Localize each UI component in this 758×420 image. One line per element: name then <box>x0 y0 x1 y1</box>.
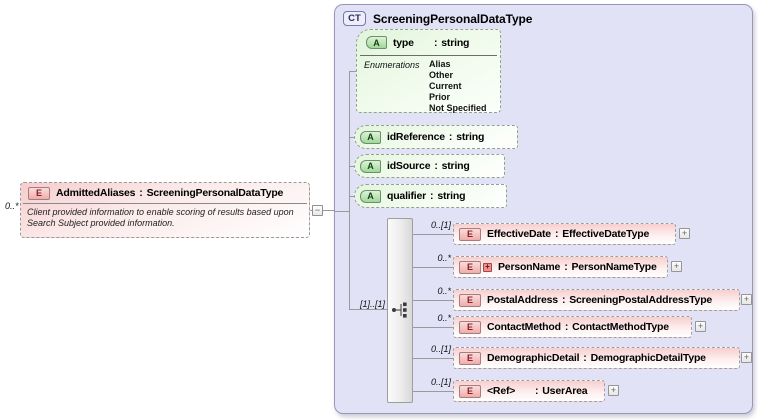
complex-type-header: CT ScreeningPersonalDataType <box>343 11 532 26</box>
element-node-postaladdress[interactable]: E PostalAddress:ScreeningPostalAddressTy… <box>453 289 740 311</box>
connector-spine <box>349 71 350 310</box>
element-label: ContactMethod:ContactMethodType <box>487 321 669 333</box>
expand-toggle[interactable]: + <box>671 261 682 272</box>
element-badge-icon: E <box>459 351 481 365</box>
sequence-icon <box>392 302 407 318</box>
attribute-badge-icon: A <box>360 159 381 173</box>
child-cardinality-label: 0..[1] <box>430 220 451 230</box>
attribute-label: idSource:string <box>387 160 470 172</box>
element-badge-icon: E <box>459 293 481 307</box>
connector-stub <box>349 166 355 167</box>
enumeration-value: Not Specified <box>429 103 487 113</box>
child-cardinality-label: 0..[1] <box>430 377 451 387</box>
attribute-badge-icon: A <box>360 189 381 203</box>
element-node-personname[interactable]: E+ PersonName:PersonNameType <box>453 256 668 278</box>
enumerations-panel: Enumerations Alias Other Current Prior N… <box>357 56 500 113</box>
expand-toggle[interactable]: + <box>741 294 752 305</box>
expand-toggle[interactable]: + <box>608 385 619 396</box>
attribute-title-row: A type:string <box>360 30 497 56</box>
attribute-label: qualifier:string <box>387 190 466 202</box>
connector-stub <box>349 137 355 138</box>
attribute-badge-icon: A <box>366 36 387 49</box>
repeat-plus-icon: + <box>483 262 492 272</box>
expand-toggle[interactable]: + <box>679 228 690 239</box>
element-badge-icon: E <box>28 186 50 200</box>
collapse-toggle[interactable]: − <box>312 205 323 216</box>
element-label: PostalAddress:ScreeningPostalAddressType <box>487 294 713 306</box>
connector-line <box>335 211 349 212</box>
complex-type-badge-icon: CT <box>343 11 366 26</box>
element-node-ref[interactable]: E <Ref>:UserArea <box>453 380 605 402</box>
connector-stub <box>413 358 453 359</box>
enumeration-value: Other <box>429 70 454 80</box>
complex-type-title: ScreeningPersonalDataType <box>373 11 533 26</box>
enumeration-values: Alias Other Current Prior Not Specified <box>429 59 487 114</box>
element-node-admittedaliases[interactable]: E AdmittedAliases:ScreeningPersonalDataT… <box>20 182 310 238</box>
connector-stub <box>349 71 356 72</box>
child-cardinality-label: 0..* <box>437 286 451 296</box>
expand-toggle[interactable]: + <box>741 352 752 363</box>
element-node-effectivedate[interactable]: E EffectiveDate:EffectiveDateType <box>453 223 676 245</box>
element-label: EffectiveDate:EffectiveDateType <box>487 228 650 240</box>
attribute-badge-icon: A <box>360 130 381 144</box>
sequence-group-bar[interactable] <box>387 218 413 403</box>
connector-stub <box>413 234 453 235</box>
attribute-node-idsource[interactable]: A idSource:string <box>354 154 505 178</box>
attribute-node-type[interactable]: A type:string Enumerations Alias Other C… <box>356 29 501 113</box>
enumerations-label: Enumerations <box>364 60 420 70</box>
element-badge-icon: E <box>459 260 481 274</box>
attribute-label: idReference:string <box>387 131 485 143</box>
element-node-demographicdetail[interactable]: E DemographicDetail:DemographicDetailTyp… <box>453 347 740 369</box>
element-cardinality-label: 0..* <box>5 201 19 211</box>
element-badge-group: E+ <box>459 260 492 274</box>
enumeration-value: Prior <box>429 92 451 102</box>
complex-type-container: CT ScreeningPersonalDataType A type:stri… <box>334 4 753 414</box>
group-cardinality-label: [1]..[1] <box>359 299 385 309</box>
connector-stub <box>413 327 453 328</box>
enumeration-value: Alias <box>429 59 451 69</box>
element-badge-icon: E <box>459 320 481 334</box>
element-badge-icon: E <box>459 227 481 241</box>
connector-stub <box>349 196 355 197</box>
child-cardinality-label: 0..[1] <box>430 344 451 354</box>
element-label: <Ref>:UserArea <box>487 385 588 397</box>
element-label: PersonName:PersonNameType <box>498 261 657 273</box>
enumeration-value: Current <box>429 81 462 91</box>
element-label: DemographicDetail:DemographicDetailType <box>487 352 706 364</box>
connector-stub <box>413 267 453 268</box>
element-documentation: Client provided information to enable sc… <box>27 207 294 228</box>
attribute-label: type:string <box>393 36 470 49</box>
element-title: AdmittedAliases:ScreeningPersonalDataTyp… <box>56 187 284 199</box>
element-node-contactmethod[interactable]: E ContactMethod:ContactMethodType <box>453 316 692 338</box>
attribute-node-qualifier[interactable]: A qualifier:string <box>354 184 507 208</box>
connector-stub <box>413 300 453 301</box>
attribute-node-idreference[interactable]: A idReference:string <box>354 125 518 149</box>
child-cardinality-label: 0..* <box>437 253 451 263</box>
expand-toggle[interactable]: + <box>695 321 706 332</box>
connector-stub <box>413 391 453 392</box>
connector-stub <box>349 309 387 310</box>
element-title-row: E AdmittedAliases:ScreeningPersonalDataT… <box>23 183 307 204</box>
child-cardinality-label: 0..* <box>437 313 451 323</box>
element-badge-icon: E <box>459 384 481 398</box>
